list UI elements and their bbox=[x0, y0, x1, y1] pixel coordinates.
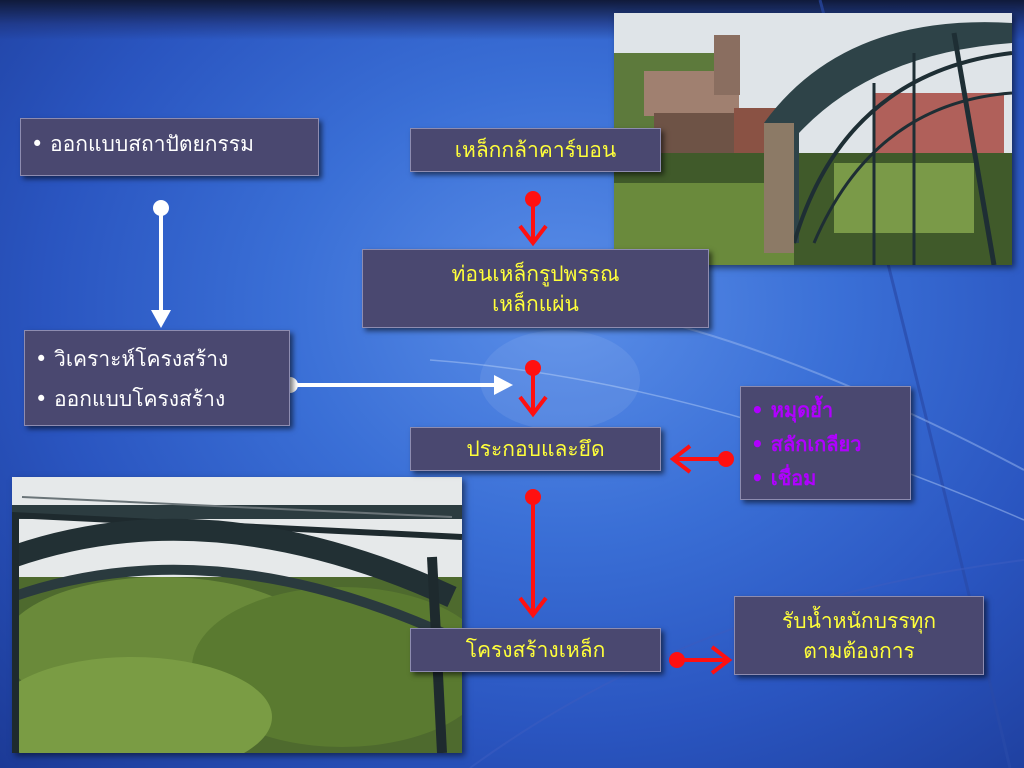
load-bearing-label-line1: รับน้ำหนักบรรทุก bbox=[781, 608, 937, 633]
architecture-design-label: • ออกแบบสถาปัตยกรรม bbox=[31, 132, 254, 156]
steel-structure-label: โครงสร้างเหล็ก bbox=[465, 637, 606, 662]
carbon-steel-box: เหล็กกล้าคาร์บอน bbox=[410, 128, 661, 172]
steel-shapes-box: ท่อนเหล็กรูปพรรณ เหล็กแผ่น bbox=[362, 249, 709, 328]
steel-structure-box: โครงสร้างเหล็ก bbox=[410, 628, 661, 672]
structure-analysis-label: • วิเคราะห์โครงสร้าง bbox=[35, 347, 229, 371]
carbon-steel-label: เหล็กกล้าคาร์บอน bbox=[454, 137, 617, 162]
architecture-design-box: • ออกแบบสถาปัตยกรรม bbox=[20, 118, 319, 176]
joining-methods-box: • หมุดย้ำ • สลักเกลียว • เชื่อม bbox=[740, 386, 911, 500]
steel-shapes-label-line1: ท่อนเหล็กรูปพรรณ bbox=[451, 261, 620, 286]
assemble-box: ประกอบและยึด bbox=[410, 427, 661, 471]
assemble-label: ประกอบและยึด bbox=[466, 436, 605, 461]
load-bearing-box: รับน้ำหนักบรรทุก ตามต้องการ bbox=[734, 596, 984, 675]
iron-bridge-town-photo bbox=[614, 13, 1012, 265]
structure-analysis-box: • วิเคราะห์โครงสร้าง • ออกแบบโครงสร้าง bbox=[24, 330, 290, 426]
method-weld: • เชื่อม bbox=[751, 466, 817, 490]
structure-design-label: • ออกแบบโครงสร้าง bbox=[35, 387, 226, 411]
iron-bridge-arch-photo bbox=[12, 477, 462, 753]
steel-shapes-label-line2: เหล็กแผ่น bbox=[492, 291, 579, 316]
load-bearing-label-line2: ตามต้องการ bbox=[803, 638, 915, 663]
method-rivet: • หมุดย้ำ bbox=[751, 398, 834, 422]
method-bolt: • สลักเกลียว bbox=[751, 432, 862, 456]
